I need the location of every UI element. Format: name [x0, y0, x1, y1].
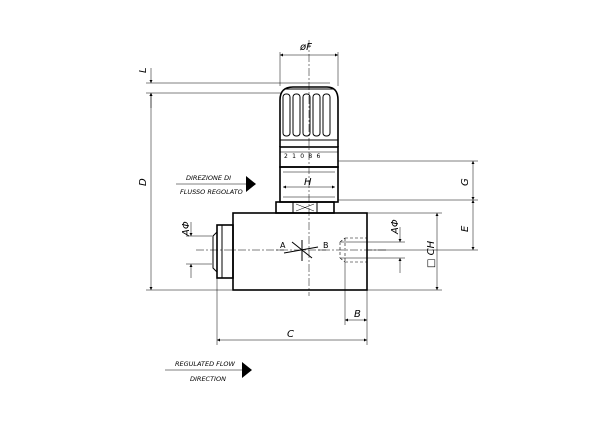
flow-note-it-line2: FLUSSO REGOLATO	[180, 188, 243, 196]
dimension-ch-label: □ CH	[426, 240, 437, 268]
flow-note-italian: DIREZIONE DI FLUSSO REGOLATO	[176, 174, 256, 196]
flow-note-en-line1: REGULATED FLOW	[175, 360, 235, 368]
dimension-l-label: L	[138, 67, 149, 73]
dimension-c	[216, 278, 367, 345]
inlet-fitting-left	[212, 224, 234, 279]
dimension-c-label: C	[287, 329, 294, 340]
dimension-a-left-label: AΦ	[181, 221, 192, 237]
flow-restrictor-symbol	[276, 240, 326, 261]
dimension-b-label: B	[354, 309, 361, 320]
dimension-d-label: D	[138, 178, 149, 186]
dimension-b	[344, 262, 368, 345]
valve-body	[232, 212, 368, 291]
flow-note-it-line1: DIREZIONE DI	[186, 174, 231, 182]
dimension-e-label: E	[460, 225, 471, 232]
dimension-g-e	[338, 160, 478, 251]
port-label-a: A	[280, 241, 286, 250]
dimension-l-d	[146, 68, 330, 291]
flow-note-english: REGULATED FLOW DIRECTION	[165, 360, 252, 383]
hex-nut	[275, 201, 335, 214]
dimension-a-left	[186, 222, 212, 278]
flow-direction-arrow-icon	[246, 176, 256, 192]
regulated-flow-arrow-icon	[242, 362, 252, 378]
dimension-a-right-label: AΦ	[390, 219, 401, 235]
dimension-ch	[367, 212, 442, 291]
dimension-h-label: H	[304, 177, 312, 188]
dimension-f	[279, 52, 339, 86]
flow-note-en-line2: DIRECTION	[190, 375, 226, 383]
dial-scale-marks: 2 1 0 8 6	[284, 153, 322, 160]
port-label-b: B	[323, 241, 329, 250]
dimension-a-right	[341, 227, 405, 273]
dimension-g-label: G	[460, 178, 471, 186]
dimension-f-label: øF	[299, 42, 312, 53]
